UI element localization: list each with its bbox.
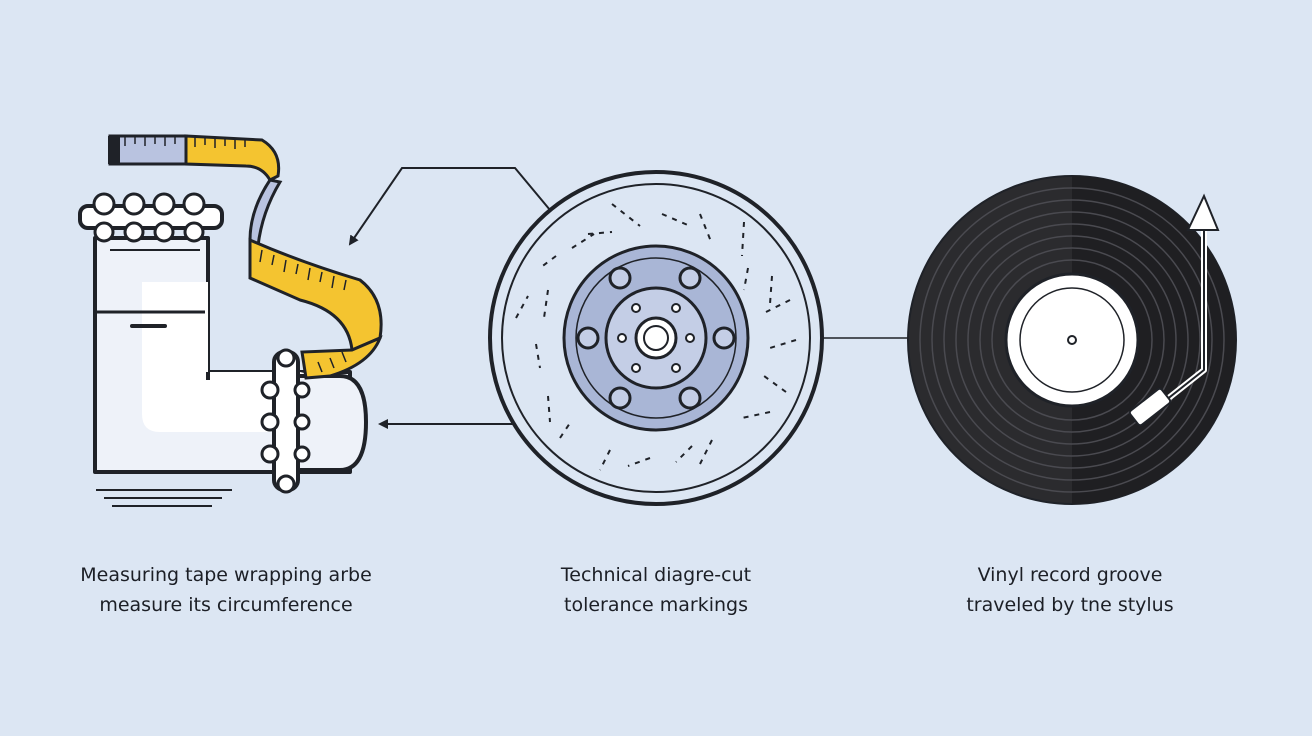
pipe-with-measuring-tape-icon (78, 134, 383, 507)
caption-measuring-tape: Measuring tape wrapping arbe measure its… (46, 560, 406, 620)
stylus-cartridge (1128, 387, 1172, 427)
caption-vinyl-record: Vinyl record groove traveled by tne styl… (890, 560, 1250, 620)
caption-line: tolerance markings (564, 594, 748, 616)
caption-line: Vinyl record groove (977, 564, 1163, 586)
record-grooves (919, 187, 1225, 493)
tonearm (1128, 193, 1220, 427)
top-flange (78, 192, 224, 243)
caption-line: measure its circumference (99, 594, 353, 616)
stud-holes (617, 303, 695, 373)
brake-disc-rotor-icon (488, 170, 824, 506)
spindle-hole (1067, 335, 1077, 345)
caption-line: Measuring tape wrapping arbe (80, 564, 372, 586)
caption-line: traveled by tne stylus (966, 594, 1174, 616)
lug-holes (576, 266, 736, 410)
arrow-to-pipe-top (348, 167, 576, 246)
tolerance-markings (515, 203, 797, 471)
caption-brake-disc: Technical diagre-cut tolerance markings (476, 560, 836, 620)
measuring-tape (108, 134, 383, 380)
side-flange (260, 348, 311, 494)
caption-line: Technical diagre-cut (560, 564, 752, 586)
vinyl-record-with-tonearm-icon (907, 175, 1237, 505)
